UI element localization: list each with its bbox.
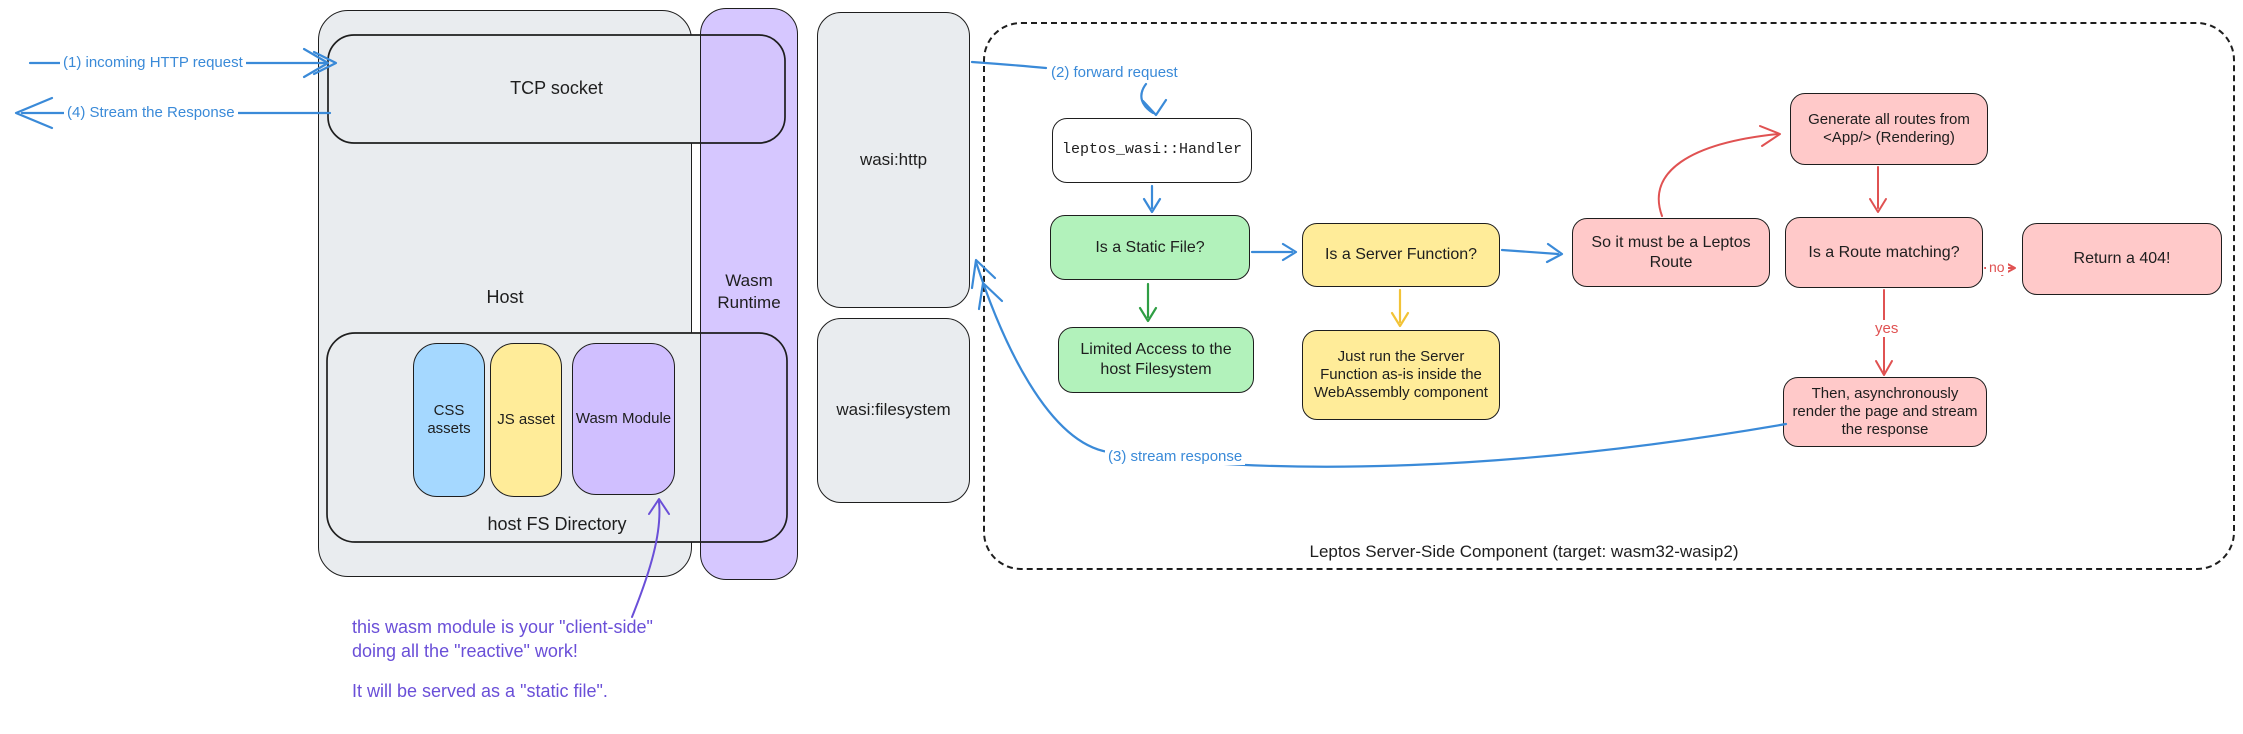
wasm-module-label: Wasm Module: [575, 409, 672, 427]
wasi-http-label: wasi:http: [859, 149, 928, 169]
leptos-component-container: [983, 22, 2235, 570]
leptos-component-caption: Leptos Server-Side Component (target: wa…: [1309, 542, 1739, 561]
generate-routes-node: Generate all routes from <App/> (Renderi…: [1790, 93, 1988, 165]
server-fn-label: Is a Server Function?: [1324, 246, 1478, 264]
generate-routes-label: Generate all routes from <App/> (Renderi…: [1808, 110, 1970, 146]
wasm-runtime-label: Wasm Runtime: [717, 271, 781, 313]
stream-the-response-label: (4) Stream the Response: [64, 104, 238, 121]
no-label: no: [1986, 259, 2008, 275]
forward-request-label: (2) forward request: [1051, 64, 1178, 81]
run-server-fn-label: Just run the Server Function as-is insid…: [1314, 347, 1488, 402]
css-assets-label: CSS assets: [427, 401, 471, 437]
limited-access-node: Limited Access to the host Filesystem: [1058, 327, 1254, 393]
static-file-label: Is a Static File?: [1095, 238, 1205, 256]
host-label: Host: [486, 287, 524, 307]
route-matching-node: Is a Route matching?: [1785, 217, 1983, 288]
js-asset-box: JS asset: [490, 343, 562, 497]
wasi-filesystem-label: wasi:filesystem: [836, 400, 951, 420]
server-fn-node: Is a Server Function?: [1302, 223, 1500, 287]
run-server-fn-node: Just run the Server Function as-is insid…: [1302, 330, 1500, 420]
wasm-module-annotation: this wasm module is your "client-side" d…: [352, 616, 792, 703]
limited-access-label: Limited Access to the host Filesystem: [1080, 341, 1232, 378]
wasi-filesystem-box: wasi:filesystem: [817, 318, 970, 503]
annotation-line1: this wasm module is your "client-side": [352, 617, 653, 637]
route-matching-label: Is a Route matching?: [1808, 243, 1960, 261]
host-fs-directory-label: host FS Directory: [487, 514, 627, 534]
yes-label: yes: [1872, 320, 1902, 337]
return-404-node: Return a 404!: [2022, 223, 2222, 295]
leptos-route-node: So it must be a Leptos Route: [1572, 218, 1770, 287]
render-stream-node: Then, asynchronously render the page and…: [1783, 377, 1987, 447]
return-404-label: Return a 404!: [2073, 250, 2171, 268]
static-file-node: Is a Static File?: [1050, 215, 1250, 280]
handler-node: leptos_wasi::Handler: [1052, 118, 1252, 183]
stream-response-label: (3) stream response: [1105, 448, 1246, 465]
render-stream-label: Then, asynchronously render the page and…: [1792, 384, 1978, 439]
handler-label: leptos_wasi::Handler: [1061, 141, 1243, 159]
annotation-line3: It will be served as a "static file".: [352, 680, 608, 701]
incoming-request-label: (1) incoming HTTP request: [60, 54, 246, 71]
arrow-stream-response-out-head: [14, 96, 54, 130]
wasm-module-box: Wasm Module: [572, 343, 675, 495]
annotation-line2: doing all the "reactive" work!: [352, 640, 578, 661]
tcp-socket-label: TCP socket: [510, 78, 603, 98]
leptos-route-label: So it must be a Leptos Route: [1591, 233, 1751, 271]
js-asset-label: JS asset: [497, 410, 555, 428]
wasi-http-box: wasi:http: [817, 12, 970, 308]
css-assets-box: CSS assets: [413, 343, 485, 497]
